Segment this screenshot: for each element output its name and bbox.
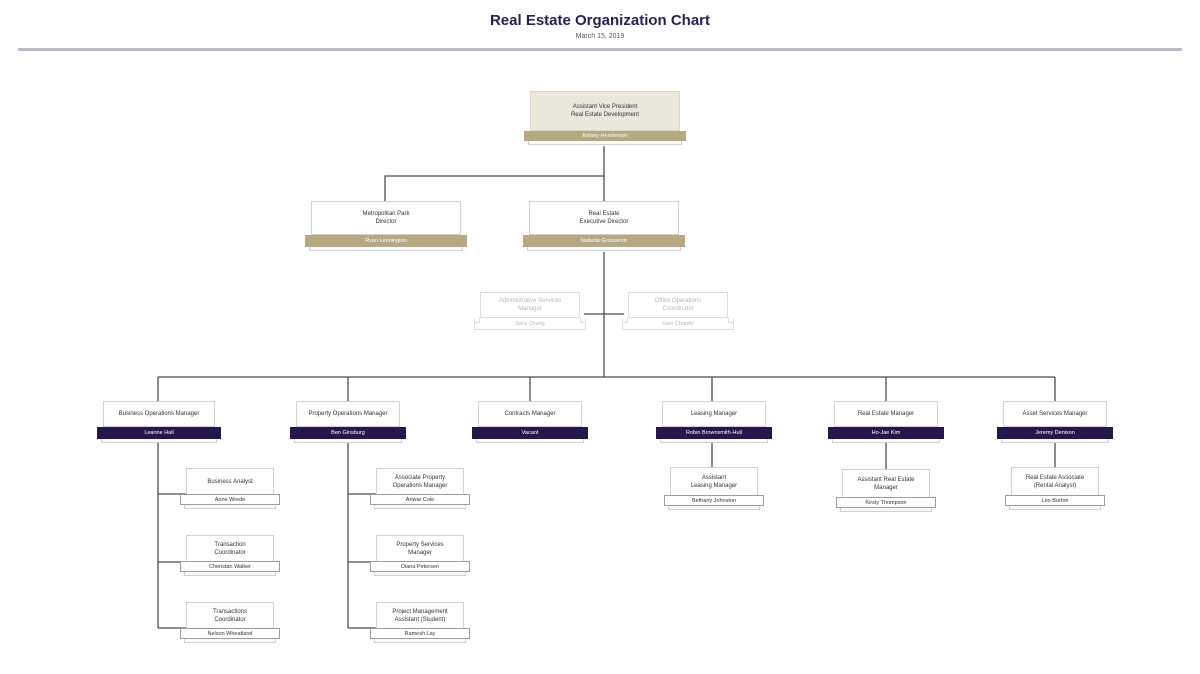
s2a-name: Anwar Cole <box>370 494 470 505</box>
header-divider <box>18 48 1182 51</box>
m5-name: Ho-Jae Kim <box>828 427 944 439</box>
m3-title: Contracts Manager <box>504 411 556 417</box>
s1b-name: Cheristan Walker <box>180 561 280 572</box>
page-date: March 15, 2019 <box>575 33 625 40</box>
m4-title: Leasing Manager <box>690 411 738 417</box>
m1-title: Business Operations Manager <box>118 411 200 417</box>
org-node-real-estate-manager[interactable]: Real Estate Manager Ho-Jae Kim <box>828 401 944 445</box>
m4-name: Robin Brownsmith-Hull <box>656 427 772 439</box>
m6-title: Asset Services Manager <box>1022 411 1088 417</box>
s4a-title-line2: Leasing Manager <box>690 482 738 489</box>
m6-name: Jeremy Denison <box>997 427 1113 439</box>
page-title: Real Estate Organization Chart <box>489 12 711 29</box>
s1b-title-line1: Transaction <box>214 541 246 548</box>
s6a-title-line2: (Rental Analyst) <box>1033 482 1077 489</box>
s4a-title-line1: Assistant <box>701 474 727 481</box>
org-node-real-estate-associate[interactable]: Real Estate Associate(Rental Analyst) Le… <box>1005 467 1105 515</box>
avp-title-line1: Assistant Vice President <box>572 104 638 110</box>
m3-name: Vacant <box>472 427 588 439</box>
asst2-name: Sam Chandy <box>662 320 694 327</box>
s2b-title-line2: Manager <box>408 549 432 556</box>
asst1-name: Sara Chung <box>515 320 545 327</box>
asst2-title-line2: Coordinator <box>662 306 694 312</box>
s5a-name: Kirsty Thompson <box>836 497 936 508</box>
s2c-name: Ramesh Lay <box>370 628 470 639</box>
org-node-contracts-manager[interactable]: Contracts Manager Vacant <box>472 401 588 445</box>
red-name: Isabella Grosvenor <box>523 235 685 247</box>
s2a-title-line2: Operations Manager <box>392 482 448 489</box>
org-node-business-ops-manager[interactable]: Business Operations Manager Leanne Hall <box>97 401 221 445</box>
m5-title: Real Estate Manager <box>857 411 915 417</box>
metro-title-line1: Metropolitan Park <box>362 211 410 217</box>
s1c-title-line1: Transactions <box>212 608 248 615</box>
org-node-business-analyst[interactable]: Business Analyst Anne Wrede <box>180 468 280 514</box>
m2-title: Property Operations Manager <box>308 411 388 417</box>
s2c-title-line2: Assistant (Student) <box>394 616 446 623</box>
s2a-title-line1: Associate Property <box>394 474 446 481</box>
m2-name: Ben Ginsburg <box>290 427 406 439</box>
m1-name: Leanne Hall <box>97 427 221 439</box>
s1b-title-line2: Coordinator <box>214 549 246 556</box>
asst2-title-line1: Office Operations <box>654 298 702 304</box>
s2c-title-line1: Project Management <box>392 608 448 615</box>
metro-name: Ryan Lennington <box>305 235 467 247</box>
s1c-title-line2: Coordinator <box>214 616 246 623</box>
s2b-name: Diana Petersen <box>370 561 470 572</box>
red-title-line1: Real Estate <box>588 211 620 217</box>
s1c-name: Nelson Wheatland <box>180 628 280 639</box>
avp-title-line2: Real Estate Development <box>570 112 640 118</box>
s6a-name: Leo Burton <box>1005 495 1105 506</box>
s1a-title-line1: Business Analyst <box>207 478 253 485</box>
s2b-title-line1: Property Services <box>396 541 444 548</box>
s5a-title-line1: Assistant Real Estate <box>857 476 915 483</box>
asst1-title-line2: Manager <box>518 306 542 312</box>
s1a-name: Anne Wrede <box>180 494 280 505</box>
red-title-line2: Executive Director <box>579 219 629 225</box>
s4a-name: Bethany Johnston <box>664 495 764 506</box>
org-node-property-ops-manager[interactable]: Property Operations Manager Ben Ginsburg <box>290 401 406 445</box>
s6a-title-line1: Real Estate Associate <box>1025 474 1085 481</box>
avp-name: Kelsey Henderson <box>524 131 686 141</box>
s5a-title-line2: Manager <box>874 484 898 491</box>
metro-title-line2: Director <box>375 219 397 225</box>
org-node-asset-services-manager[interactable]: Asset Services Manager Jeremy Denison <box>997 401 1113 445</box>
asst1-title-line1: Administrative Services <box>498 298 562 304</box>
org-node-leasing-manager[interactable]: Leasing Manager Robin Brownsmith-Hull <box>656 401 772 445</box>
